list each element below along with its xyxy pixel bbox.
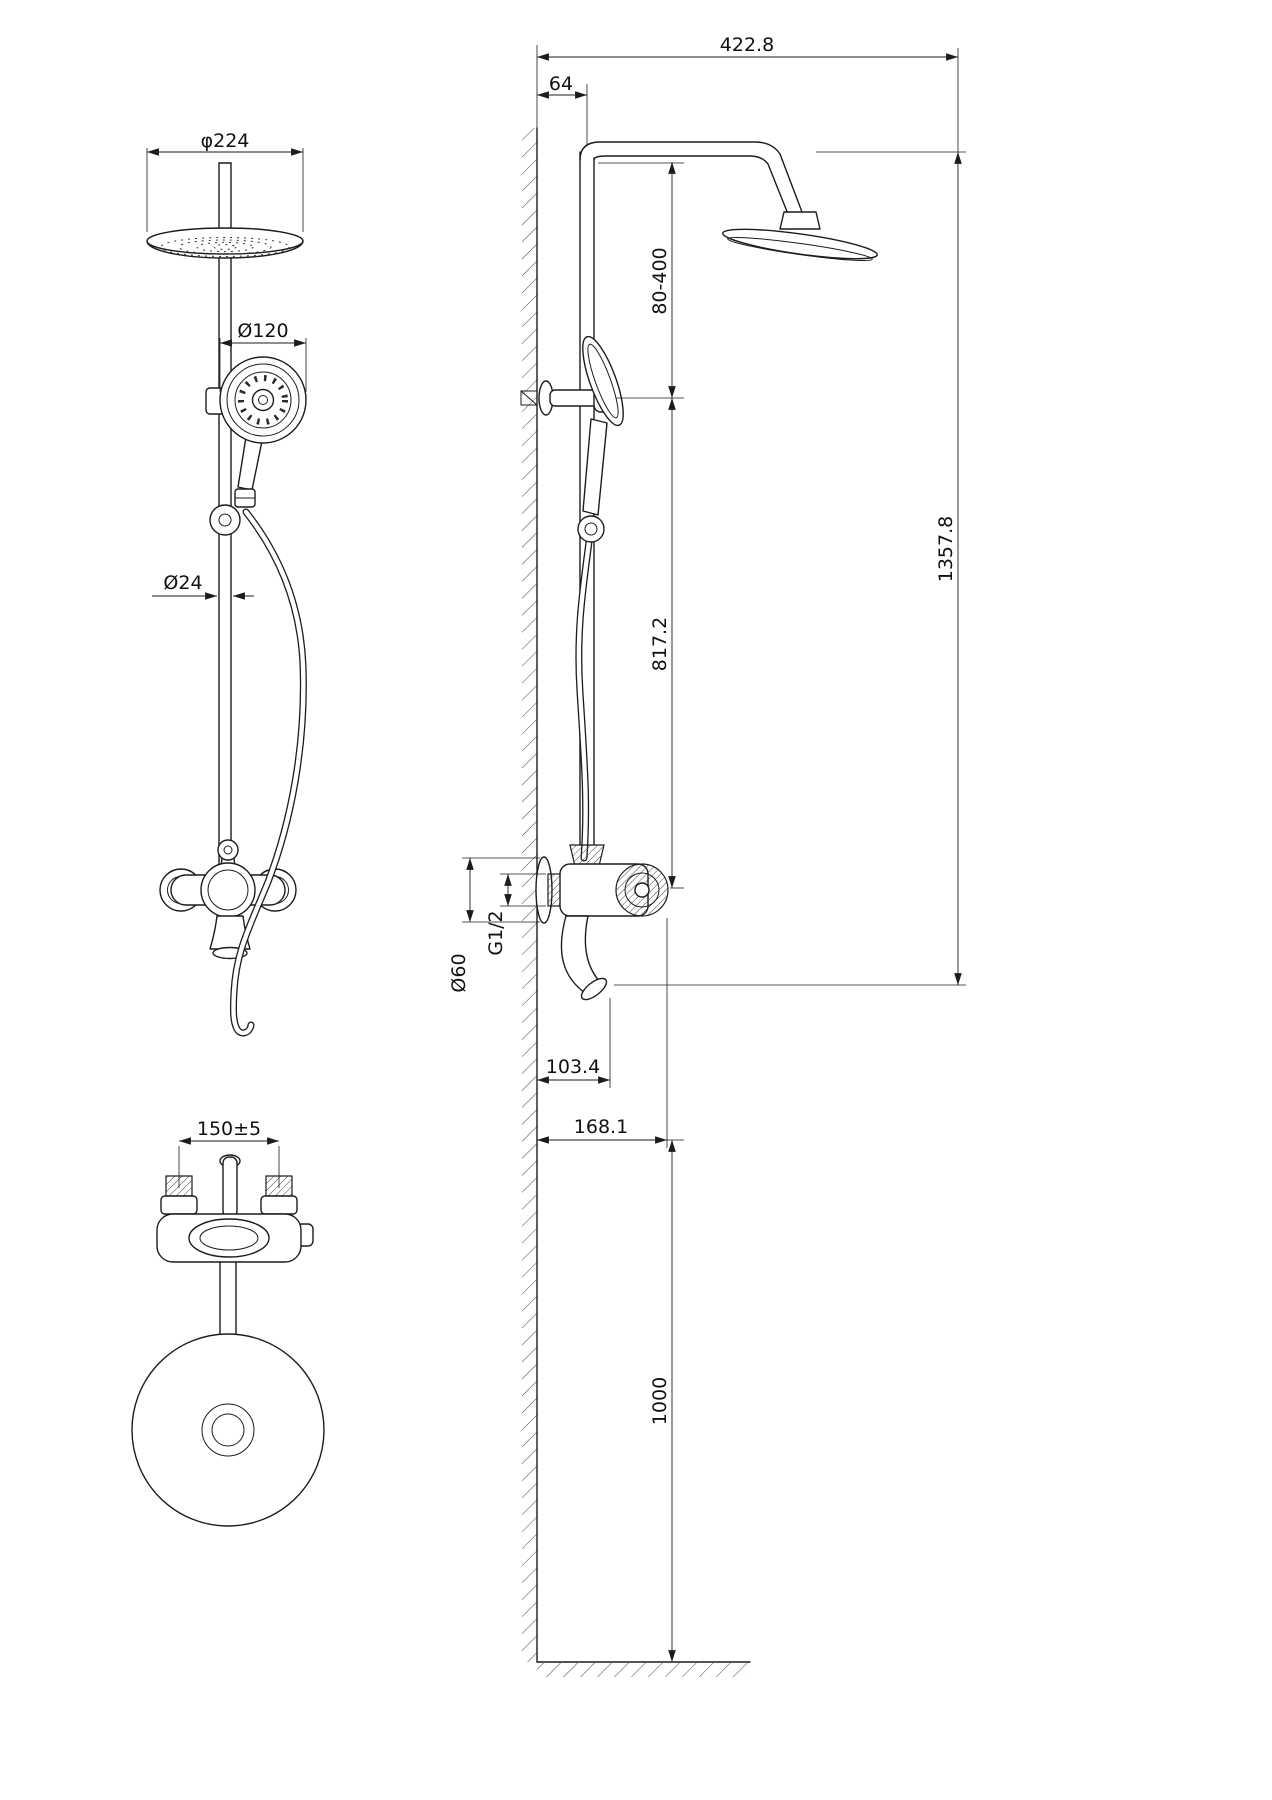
dim-label-knob-reach: 168.1	[574, 1116, 628, 1138]
dim-label-valve-spacing: 150±5	[197, 1118, 261, 1140]
hand-shower-head-side	[582, 335, 624, 427]
hand-shower-handle-side	[582, 418, 608, 516]
rail-slider	[209, 504, 241, 536]
mixer-side	[535, 844, 669, 1001]
hand-shower-side	[577, 335, 624, 543]
mixer-dome-plan	[188, 1218, 270, 1258]
dim-label-rail-length: 817.2	[649, 617, 671, 671]
dim-label-thread-size: G1/2	[485, 910, 507, 955]
hand-shower-handle	[237, 436, 263, 491]
dim-label-rail-diameter: Ø24	[163, 572, 202, 594]
spout-front	[209, 915, 251, 950]
lever-handle-plan	[222, 1156, 238, 1218]
dim-label-flange-diameter: Ø60	[448, 953, 470, 992]
mixer-handle-knob	[217, 839, 239, 861]
valve-flange-left	[160, 1195, 198, 1215]
hose-ball-joint	[577, 515, 605, 543]
shower-hose-front	[229, 508, 307, 1037]
shower-rail-front	[218, 257, 232, 879]
head-supply-pipe	[218, 162, 232, 231]
rail-plan	[219, 1261, 237, 1337]
mixer-dome	[200, 862, 256, 918]
spout-tip	[580, 977, 608, 1001]
hand-shower-front	[219, 356, 307, 508]
dim-label-mount-height: 1000	[649, 1377, 671, 1425]
overhead-shower-side	[722, 211, 878, 262]
front-view-drawing	[146, 162, 307, 1037]
dim-label-height-range: 80-400	[649, 247, 671, 314]
dim-label-handshower-diameter: Ø120	[237, 320, 288, 342]
dim-label-spout-reach: 103.4	[546, 1056, 600, 1078]
mixer-plan	[156, 1154, 314, 1263]
nozzle-ring	[238, 375, 288, 425]
dim-label-total-height: 1357.8	[935, 516, 957, 582]
side-view-drawing	[520, 127, 878, 1677]
shower-hose-side	[575, 538, 593, 862]
overhead-shower-plan	[131, 1333, 325, 1527]
plan-view-drawing	[131, 1154, 325, 1527]
dim-label-arm-reach: 422.8	[720, 34, 774, 56]
dim-label-head-diameter: φ224	[201, 130, 250, 152]
top-connection-nut	[569, 844, 605, 867]
dim-label-wall-offset: 64	[549, 73, 573, 95]
dimension-annotations: φ224 Ø120 Ø24 150±5 422.8 64 80-400 817.…	[146, 34, 966, 1662]
valve-flange-right	[260, 1195, 298, 1215]
overhead-shower-front	[146, 227, 304, 259]
